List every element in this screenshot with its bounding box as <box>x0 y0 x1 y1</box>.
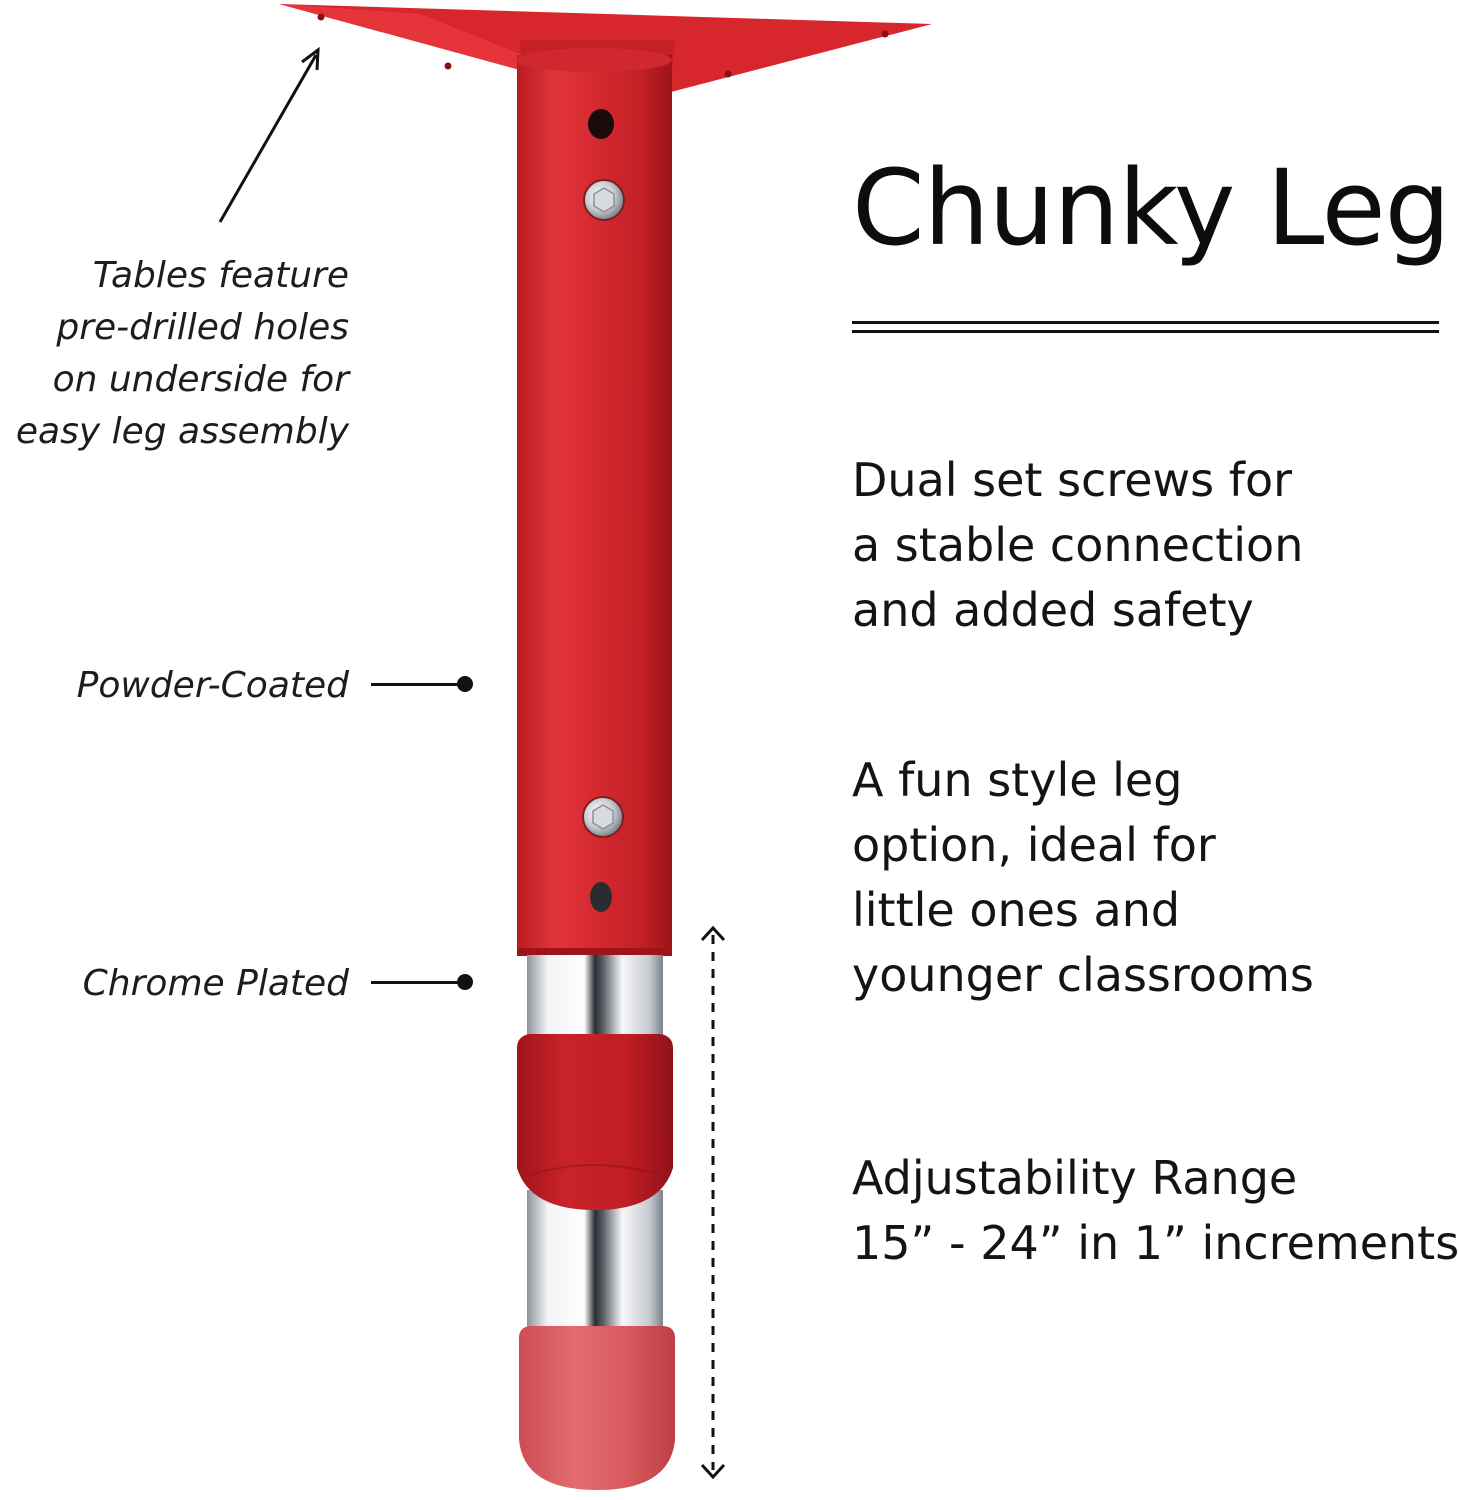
arrow-icon <box>218 46 320 223</box>
feature-adjustability: Adjustability Range 15” - 24” in 1” incr… <box>852 1146 1459 1276</box>
feature-line: A fun style leg <box>852 753 1183 807</box>
double-arrow-icon <box>700 925 726 1480</box>
feature-line: 15” - 24” in 1” increments <box>852 1216 1459 1270</box>
callout-line: easy leg assembly <box>15 411 349 452</box>
callout-powder-coated: Powder-Coated <box>76 665 349 706</box>
callout-line: on underside for <box>52 359 349 400</box>
page-title: Chunky Leg <box>852 147 1451 269</box>
pink-foot <box>519 1326 675 1490</box>
title-divider <box>852 330 1439 333</box>
hole-top <box>588 109 614 139</box>
feature-line: option, ideal for <box>852 818 1216 872</box>
feature-line: younger classrooms <box>852 948 1314 1002</box>
callout-chrome-plated: Chrome Plated <box>82 963 349 1004</box>
feature-line: and added safety <box>852 583 1254 637</box>
feature-line: Adjustability Range <box>852 1151 1298 1205</box>
chrome-tube <box>527 955 663 1340</box>
title-divider <box>852 321 1439 324</box>
callout-line: Tables feature <box>92 255 349 296</box>
bolt-icon <box>582 796 624 838</box>
callout-dot <box>457 676 473 692</box>
callout-leader-line <box>371 683 465 686</box>
feature-line: little ones and <box>852 883 1181 937</box>
feature-screws: Dual set screws for a stable connection … <box>852 448 1303 643</box>
callout-dot <box>457 974 473 990</box>
hole-bottom <box>590 882 612 912</box>
bolt-icon <box>583 179 625 221</box>
callout-pre-drilled-holes: Tables feature pre-drilled holes on unde… <box>16 250 349 458</box>
red-collar <box>517 1034 673 1210</box>
callout-leader-line <box>371 981 465 984</box>
feature-line: a stable connection <box>852 518 1304 572</box>
feature-line: Dual set screws for <box>852 453 1293 507</box>
feature-style: A fun style leg option, ideal for little… <box>852 748 1314 1008</box>
callout-line: pre-drilled holes <box>56 307 349 348</box>
